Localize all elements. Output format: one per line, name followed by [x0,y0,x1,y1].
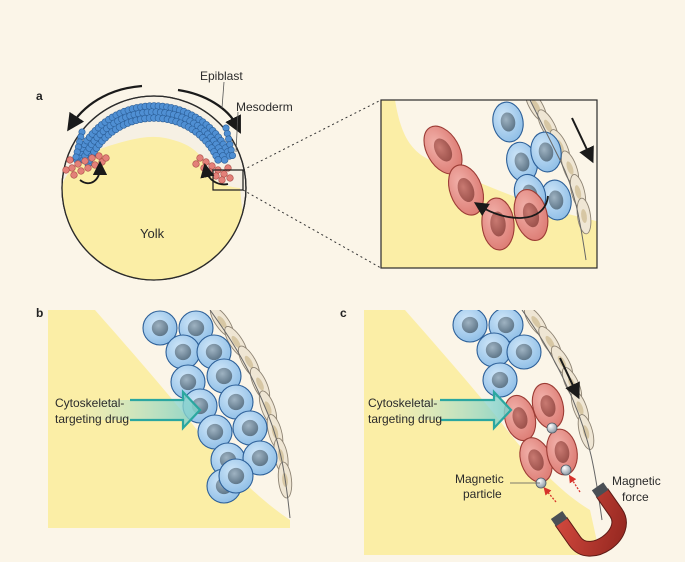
mesoderm-cell [212,172,220,180]
panel-b-blue-cell [197,414,233,450]
mesoderm-cell [84,164,92,172]
panel-b-blue-cell [165,334,201,370]
inset-frame [380,99,598,269]
mesoderm-cell [77,167,85,175]
panel-c [364,310,627,557]
panel-c-red-cell [531,382,565,430]
drug-label-b-line2: targeting drug [55,412,129,426]
mesoderm-cell [208,162,216,170]
inset-blue-cell [530,131,562,173]
panel-label-a: a [36,89,43,103]
panel-c-blue-cell [452,310,488,343]
epiblast-cells [72,102,237,168]
zoom-box [212,169,244,191]
yolk-label: Yolk [140,226,165,241]
panel-c-epiblast-cell [577,414,595,450]
mesoderm-cell [218,176,226,184]
zoom-connector-top [242,99,382,171]
panel-c-flow-arrow [559,357,580,400]
panel-c-blue-cell [506,334,542,370]
magnetic-particle [560,464,572,476]
mesoderm-cell [81,157,89,165]
epiblast-label: Epiblast [200,69,243,83]
mesoderm-cell [91,161,99,169]
panel-c-red-cell [546,428,578,476]
mesoderm-cell [196,154,204,162]
mesoderm-label: Mesoderm [236,100,293,114]
mesoderm-cell [62,166,70,174]
drug-arrow-c [376,389,513,431]
panel-c-yolk [364,310,600,555]
force-label-line2: force [622,490,649,504]
inset-ingression-arrow [473,195,549,219]
panel-label-c: c [340,306,347,320]
ingression-arrow-right [200,162,229,186]
mesoderm-cell [102,154,110,162]
zoom-connector-bottom [242,189,382,269]
embryo-group [61,81,247,281]
drug-label-c-line1: Cytoskeletal- [368,396,437,410]
magnet [550,482,627,557]
mesoderm-cell [88,154,96,162]
mesoderm-cell [192,160,200,168]
mesoderm-cell [66,156,74,164]
particle-label-line2: particle [463,487,502,501]
panel-b [48,310,293,528]
panel-b-blue-cell [142,310,178,346]
mesoderm-cell [95,152,103,160]
drug-label-b-line1: Cytoskeletal- [55,396,124,410]
movement-arrow-right [177,88,241,134]
inset-panel [380,99,598,269]
inset-flow-arrow [571,117,594,164]
particle-label-line1: Magnetic [455,472,504,486]
mesoderm-cell [74,160,82,168]
epiblast-cell [229,152,237,160]
mesoderm-cell [68,164,76,172]
magnetic-particle [546,422,558,434]
mesoderm-cell [220,170,228,178]
epiblast-cell [220,156,229,164]
force-arrow-1 [543,487,557,503]
mesoderm-cell [70,171,78,179]
panel-b-blue-cell [232,410,268,446]
panel-b-blue-cell [242,440,278,476]
movement-arrow-left [67,84,143,132]
mesoderm-cell [226,174,234,182]
drug-label-c-line2: targeting drug [368,412,442,426]
drug-arrow-b [60,389,202,431]
panel-b-blue-cell [206,358,242,394]
panel-label-b: b [36,306,43,320]
epiblast-cell [214,156,222,164]
panel-c-blue-cell [476,332,512,368]
force-label-line1: Magnetic [612,474,661,488]
force-arrow-2 [568,474,581,493]
inset-blue-cell [492,101,524,143]
epiblast-cell [72,153,80,161]
panel-b-blue-cell [218,458,254,494]
mesoderm-cell [202,158,210,166]
panel-c-blue-cell [482,362,518,398]
ingression-arrow-left [79,160,108,185]
inset-red-cell [513,188,549,242]
panel-c-red-cell [519,437,553,483]
